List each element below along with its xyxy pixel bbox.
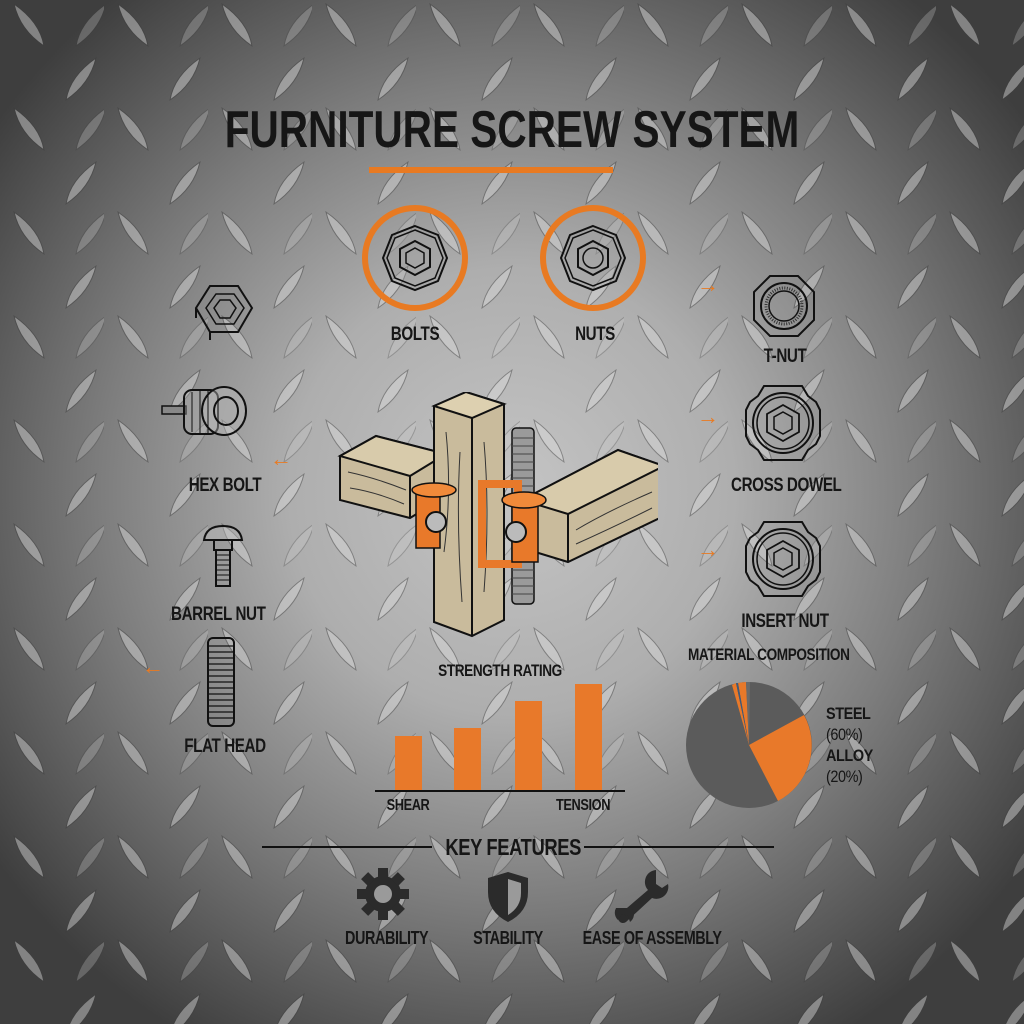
left-item-label: HEX BOLT <box>188 475 262 496</box>
bar-4 <box>575 684 602 790</box>
top-item-label: NUTS <box>575 324 615 345</box>
arrow-right-icon: → <box>697 272 719 297</box>
t-nut-icon <box>753 275 815 337</box>
legend-alloy-label: ALLOY <box>826 746 873 765</box>
wood-joint-illustration <box>337 392 658 638</box>
x-axis-label-shear: SHEAR <box>386 797 430 814</box>
left-item-label: BARREL NUT <box>171 604 266 625</box>
chart-baseline <box>375 790 625 792</box>
bolt-head-circle-icon <box>362 205 468 311</box>
divider-left <box>262 846 432 848</box>
bar-1 <box>395 736 422 790</box>
legend-steel-label: STEEL <box>826 704 871 723</box>
bar-2 <box>454 728 481 790</box>
nut-circle-icon <box>540 205 646 311</box>
insert-nut-icon <box>745 521 821 597</box>
left-item-label: FLAT HEAD <box>184 736 266 757</box>
strength-chart-title: STRENGTH RATING <box>438 661 562 680</box>
knurled-bolt-icon <box>161 386 247 436</box>
material-chart-title: MATERIAL COMPOSITION <box>688 645 850 664</box>
divider-right <box>584 846 774 848</box>
features-title: KEY FEATURES <box>445 834 582 860</box>
material-pie-chart <box>686 681 812 808</box>
gear-icon <box>357 868 409 920</box>
legend-steel-value: (60%) <box>826 725 863 744</box>
right-item-label: T-NUT <box>763 346 807 367</box>
arrow-left-icon: ← <box>270 446 292 471</box>
title-underline <box>369 167 613 173</box>
hex-nut-icon <box>194 285 254 340</box>
threaded-rod-icon <box>207 637 235 727</box>
arrow-right-icon: → <box>697 404 719 429</box>
strength-bar-chart <box>375 650 625 795</box>
legend-alloy-value: (20%) <box>826 767 863 786</box>
feature-label: EASE OF ASSEMBLY <box>582 928 722 948</box>
shield-icon <box>488 872 528 922</box>
carriage-bolt-icon <box>202 524 244 587</box>
cross-dowel-icon <box>745 385 821 461</box>
x-axis-label-tension: TENSION <box>555 797 611 814</box>
feature-label: STABILITY <box>473 928 543 948</box>
arrow-right-icon: → <box>697 537 719 562</box>
top-item-label: BOLTS <box>390 324 440 345</box>
page-title: FURNITURE SCREW SYSTEM <box>224 101 800 159</box>
bar-3 <box>515 701 542 790</box>
pie-legend: STEEL (60%) ALLOY (20%) <box>826 703 873 787</box>
right-item-label: INSERT NUT <box>741 611 829 632</box>
arrow-left-icon: ← <box>142 654 164 679</box>
feature-label: DURABILITY <box>345 928 429 948</box>
wrench-icon <box>614 870 669 923</box>
right-item-label: CROSS DOWEL <box>731 475 842 496</box>
